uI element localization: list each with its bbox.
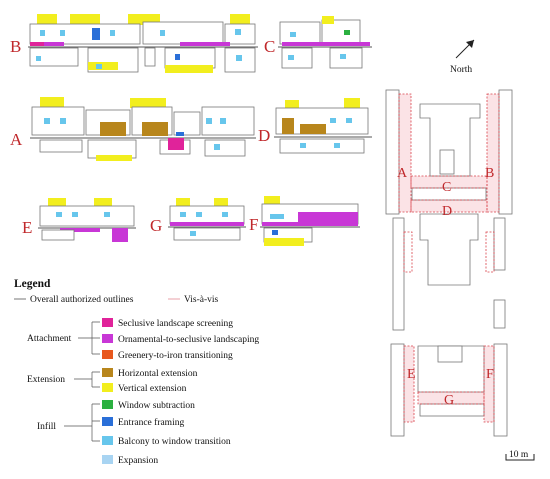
elevation-label-g: G	[150, 216, 162, 235]
elevation-c	[278, 16, 372, 69]
elevation-label-c: C	[264, 37, 275, 56]
legend-item-vertical-extension: Vertical extension	[118, 384, 187, 394]
legend-item-seclusive-screening: Seclusive landscape screening	[118, 319, 233, 329]
legend-item-window-subtraction: Window subtraction	[118, 401, 195, 411]
elevation-a	[30, 97, 256, 161]
north-arrow-icon	[455, 39, 475, 59]
plan-label-a: A	[397, 166, 408, 181]
legend-line-vis-a-vis-label: Vis-à-vis	[184, 295, 219, 305]
legend-swatch-greenery-to-iron	[102, 350, 113, 359]
legend-item-horizontal-extension: Horizontal extension	[118, 369, 198, 379]
plan-label-f: F	[486, 367, 494, 382]
legend-brackets	[64, 321, 100, 442]
legend-swatch-window-subtraction	[102, 400, 113, 409]
elevation-label-f: F	[249, 215, 258, 234]
legend-group-infill: Infill	[37, 421, 56, 432]
legend-item-ornamental-landscaping: Ornamental-to-seclusive landscaping	[118, 335, 259, 345]
elevation-label-e: E	[22, 218, 32, 237]
plan-label-g: G	[444, 393, 454, 408]
scale-bar	[505, 454, 535, 461]
legend-swatch-seclusive-screening	[102, 318, 113, 327]
plan-label-d: D	[442, 204, 452, 219]
legend-swatch-expansion	[102, 455, 113, 464]
legend-swatch-ornamental-landscaping	[102, 334, 113, 343]
elevation-label-b: B	[10, 37, 21, 56]
elevation-e	[38, 198, 136, 242]
legend-item-expansion: Expansion	[118, 456, 158, 466]
plan-label-e: E	[407, 367, 416, 382]
scale-label: 10 m	[509, 450, 529, 460]
legend-swatch-vertical-extension	[102, 383, 113, 392]
elevation-label-d: D	[258, 126, 270, 145]
legend-swatch-balcony-to-window	[102, 436, 113, 445]
plan-label-c: C	[442, 180, 451, 195]
elevation-g	[168, 198, 246, 241]
legend-title: Legend	[14, 278, 51, 290]
elevation-label-a: A	[10, 130, 23, 149]
legend-swatch-entrance-framing	[102, 417, 113, 426]
plan-label-b: B	[485, 166, 494, 181]
legend-item-greenery-to-iron: Greenery-to-iron transitioning	[118, 351, 233, 361]
legend-line-outlines-label: Overall authorized outlines	[30, 295, 134, 305]
elevation-d	[274, 98, 372, 154]
elevation-b	[28, 14, 258, 73]
legend-swatch-horizontal-extension	[102, 368, 113, 377]
legend-item-balcony-to-window: Balcony to window transition	[118, 437, 231, 447]
elevation-f	[260, 196, 360, 246]
legend-item-entrance-framing: Entrance framing	[118, 417, 184, 428]
legend-group-extension: Extension	[27, 375, 65, 385]
north-label: North	[450, 65, 472, 75]
site-plan	[385, 89, 513, 437]
legend-group-attachment: Attachment	[27, 334, 72, 344]
